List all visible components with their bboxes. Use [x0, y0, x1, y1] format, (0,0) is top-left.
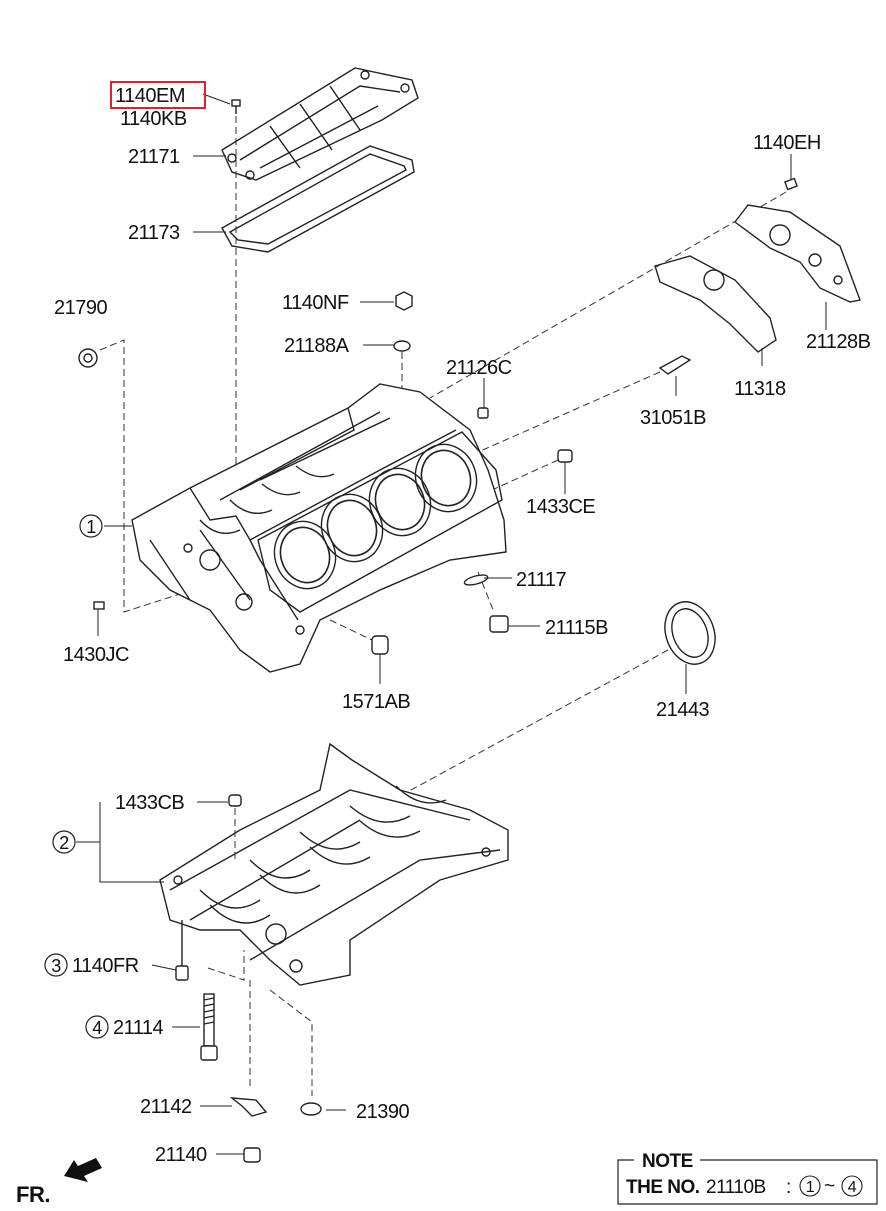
label-1140em[interactable]: 1140EM [115, 85, 186, 107]
label-1140kb[interactable]: 1140KB [120, 108, 187, 130]
callout-2: 2 [52, 830, 76, 854]
bolt-1140eh[interactable] [784, 177, 798, 191]
bushing-1433cb[interactable] [228, 794, 242, 807]
gasket-21390[interactable] [300, 1102, 322, 1116]
lower-crankcase[interactable] [159, 742, 509, 986]
highlight-box [110, 81, 206, 109]
note-part: 21110B [706, 1177, 766, 1198]
pin-1430jc[interactable] [93, 601, 105, 610]
label-21188a[interactable]: 21188A [284, 335, 350, 357]
dowel-31051b[interactable] [658, 355, 692, 375]
label-1140nf[interactable]: 1140NF [282, 292, 349, 314]
rear-seal-21443[interactable] [657, 595, 724, 672]
bolt-21114[interactable] [200, 993, 218, 1061]
bolt-1140em[interactable] [231, 99, 241, 114]
washer-21188a[interactable] [393, 340, 411, 352]
cylinder-block[interactable] [131, 383, 507, 673]
callout-2-text: 2 [59, 833, 69, 853]
sensor-21115b[interactable] [489, 615, 509, 633]
callout-4: 4 [85, 1015, 109, 1039]
label-21171[interactable]: 21171 [128, 146, 181, 168]
gasket-21117[interactable] [463, 573, 489, 587]
label-21140[interactable]: 21140 [155, 1144, 208, 1166]
label-21128b[interactable]: 21128B [806, 331, 871, 353]
seal-21790[interactable] [78, 348, 98, 368]
bracket-21142[interactable] [229, 1097, 268, 1117]
label-21114[interactable]: 21114 [113, 1017, 164, 1039]
note-title: NOTE [642, 1151, 693, 1172]
label-11318[interactable]: 11318 [734, 378, 787, 400]
note-prefix: THE NO. [626, 1177, 700, 1198]
note-colon: : [786, 1177, 791, 1198]
label-1140fr[interactable]: 1140FR [72, 955, 139, 977]
bolt-1140fr[interactable] [175, 920, 189, 981]
label-1433cb[interactable]: 1433CB [115, 792, 185, 814]
baffle-plate-21171[interactable] [221, 67, 419, 181]
label-21142[interactable]: 21142 [140, 1096, 193, 1118]
callout-3: 3 [44, 953, 68, 977]
plug-21126c[interactable] [477, 407, 489, 419]
front-arrow-icon [64, 1158, 102, 1182]
callout-1-text: 1 [86, 517, 96, 537]
gasket-11318[interactable] [654, 255, 777, 353]
label-31051b[interactable]: 31051B [640, 407, 707, 429]
label-21390[interactable]: 21390 [356, 1101, 410, 1123]
label-1430jc[interactable]: 1430JC [63, 644, 129, 666]
label-21443[interactable]: 21443 [656, 699, 710, 721]
front-direction-indicator: FR. [16, 1158, 102, 1207]
note-from: 1 [806, 1179, 815, 1196]
bushing-1571ab[interactable] [371, 635, 389, 655]
label-1571ab[interactable]: 1571AB [342, 691, 411, 713]
plug-1140nf[interactable] [395, 291, 413, 311]
callout-1: 1 [79, 514, 103, 538]
front-label: FR. [16, 1182, 50, 1207]
note-tilde: ~ [824, 1176, 835, 1197]
label-1140eh[interactable]: 1140EH [753, 132, 821, 154]
cover-21128b[interactable] [734, 204, 861, 303]
label-21126c[interactable]: 21126C [446, 357, 512, 379]
callout-3-text: 3 [51, 956, 61, 976]
callout-4-text: 4 [92, 1018, 102, 1038]
bushing-1433ce[interactable] [557, 449, 573, 463]
note-box: NOTE THE NO. 21110B : 1 ~ 4 [617, 1151, 878, 1205]
label-1433ce[interactable]: 1433CE [526, 496, 596, 518]
label-21173[interactable]: 21173 [128, 222, 181, 244]
nozzle-21140[interactable] [243, 1147, 261, 1163]
note-to: 4 [848, 1179, 857, 1196]
label-21117[interactable]: 21117 [516, 569, 567, 591]
label-21115b[interactable]: 21115B [545, 617, 609, 639]
gasket-21173[interactable] [221, 145, 415, 253]
label-21790[interactable]: 21790 [54, 297, 108, 319]
